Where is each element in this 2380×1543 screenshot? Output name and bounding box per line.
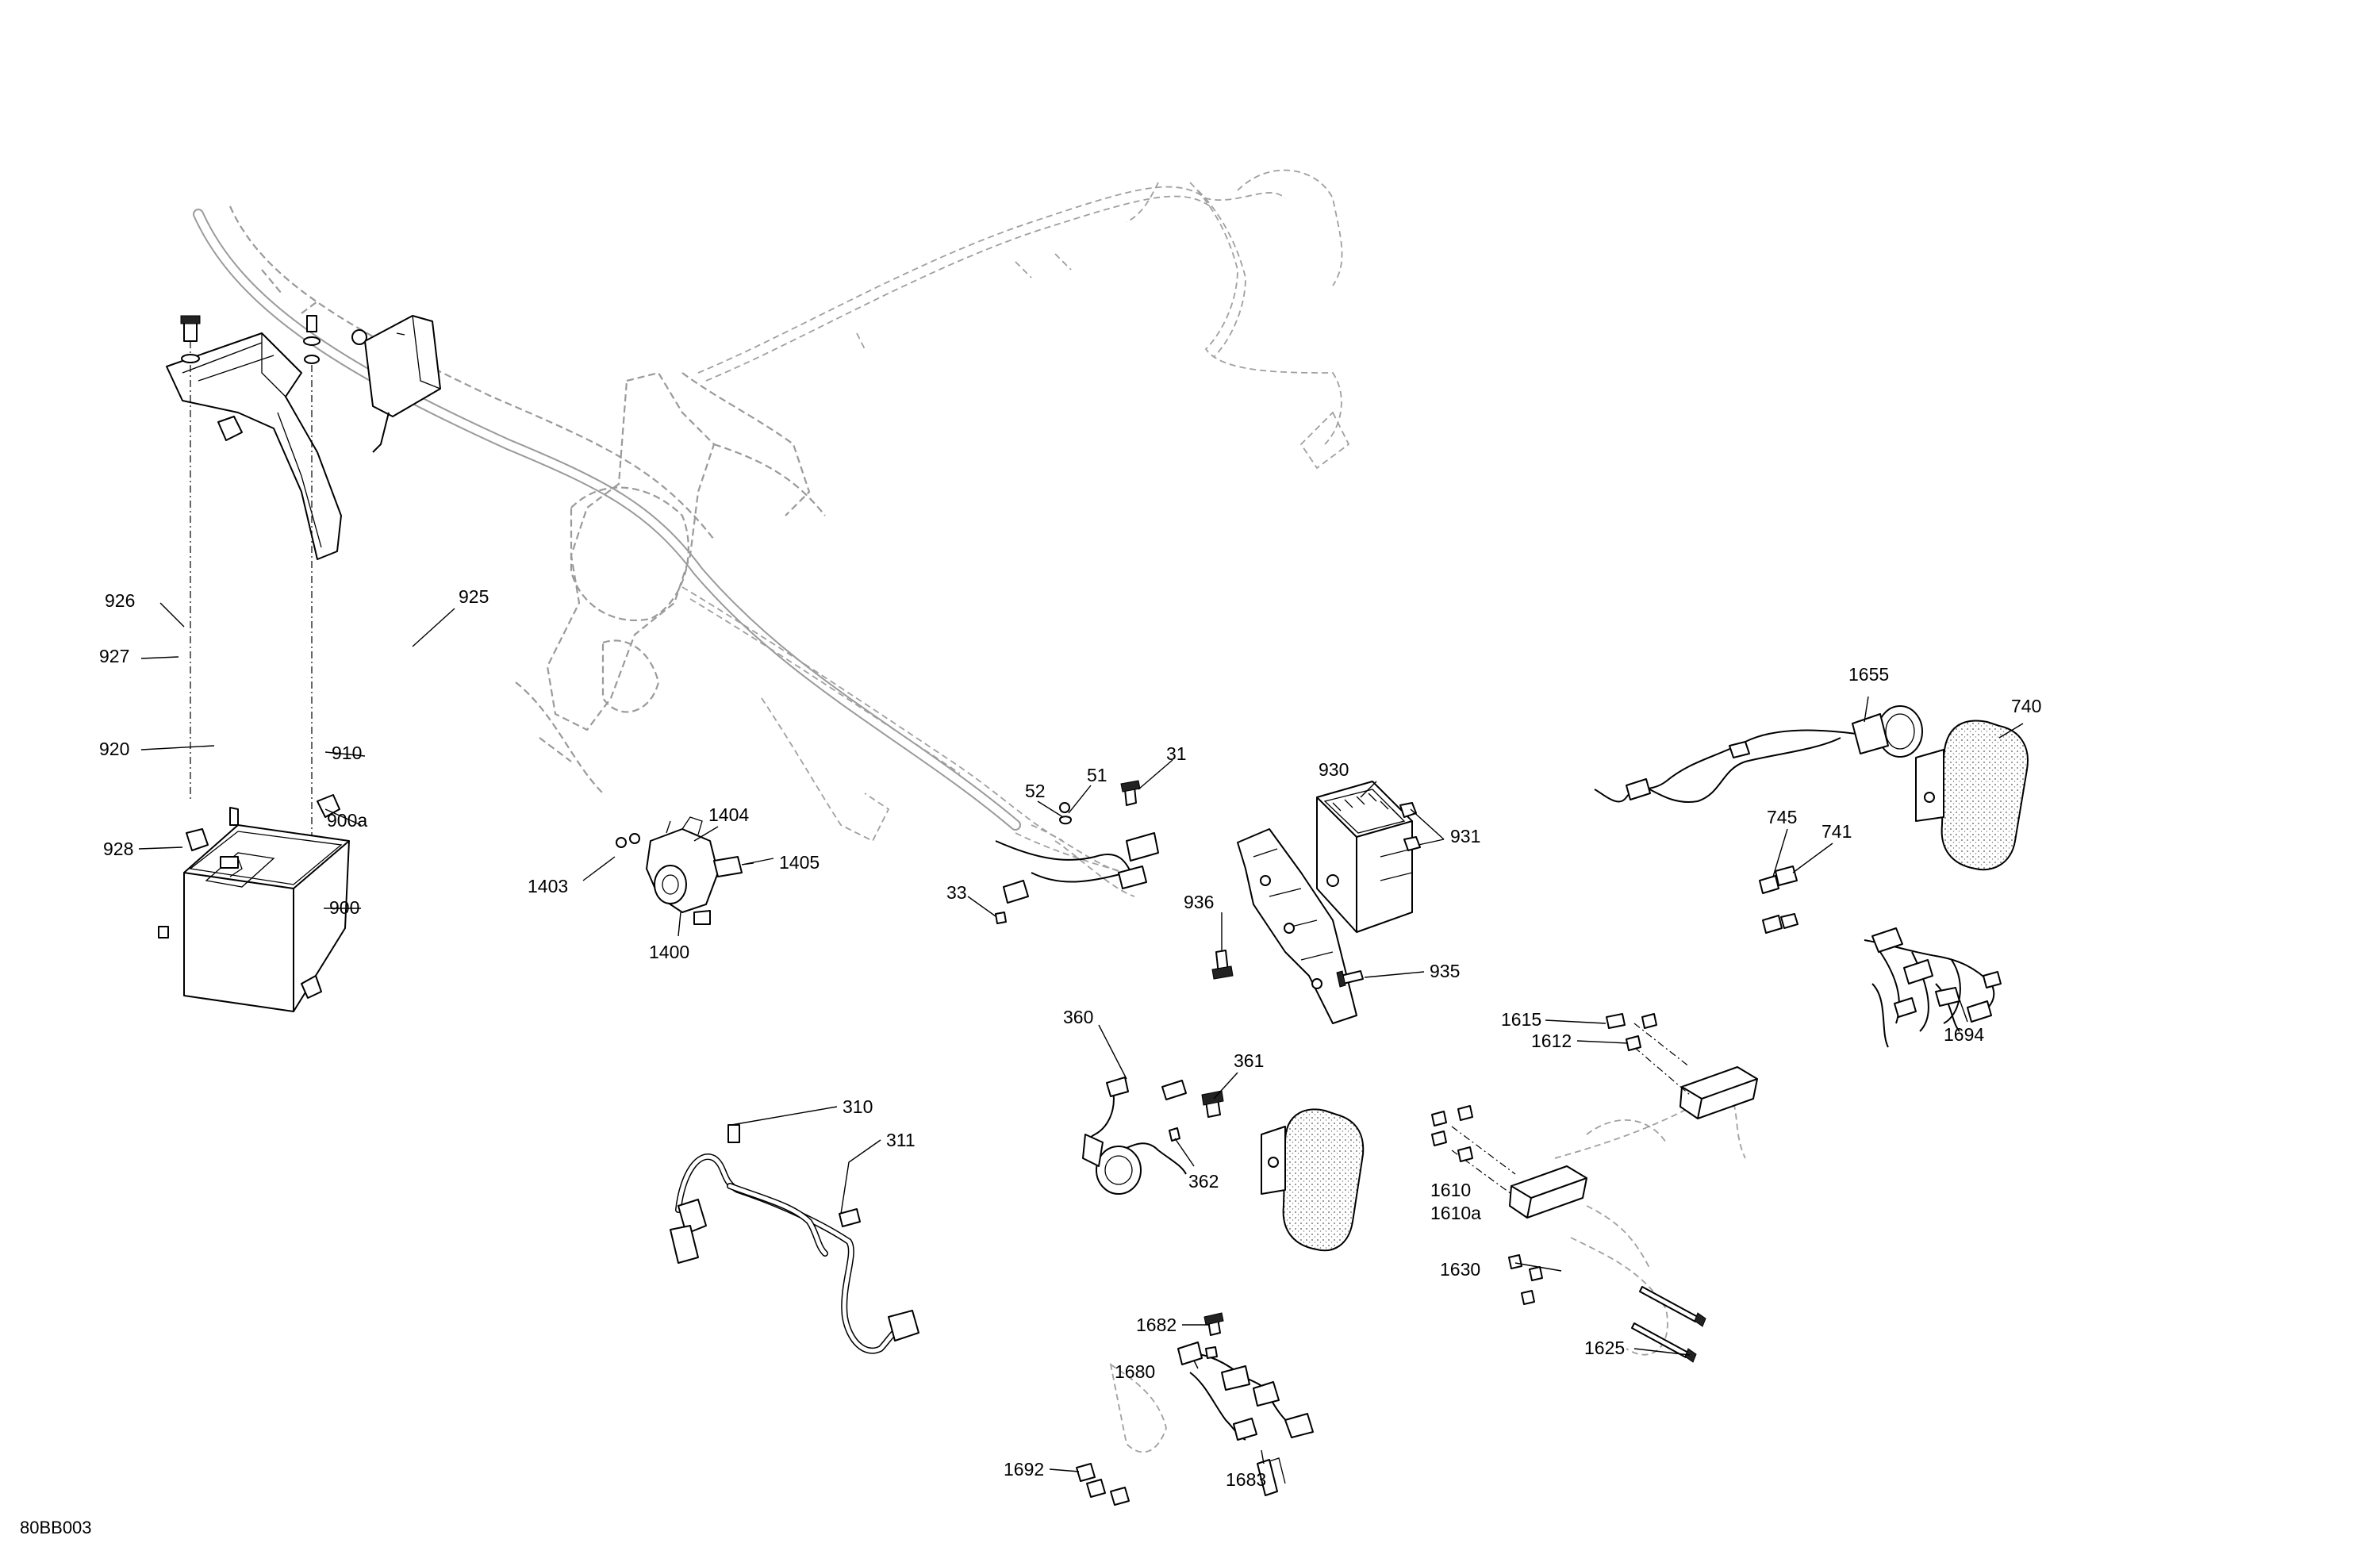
callout-935: 935	[1430, 961, 1460, 981]
callout-33: 33	[946, 882, 967, 903]
callout-1405: 1405	[779, 852, 820, 873]
callout-900: 900	[329, 897, 359, 918]
callout-900a: 900a	[327, 810, 367, 831]
callout-925: 925	[459, 586, 489, 607]
callout-1694: 1694	[1944, 1024, 1984, 1045]
callout-51: 51	[1087, 765, 1107, 785]
ghost-frame-and-harness	[193, 169, 1746, 1453]
battery-group	[158, 315, 441, 1012]
callout-1683: 1683	[1226, 1469, 1266, 1490]
callout-740: 740	[2011, 696, 2041, 716]
lights-1610-group	[1431, 1013, 1758, 1363]
harness-310-group	[670, 1124, 919, 1354]
callout-931: 931	[1450, 826, 1480, 846]
callout-927: 927	[99, 646, 129, 666]
callout-1625: 1625	[1584, 1338, 1625, 1358]
callout-52: 52	[1025, 781, 1046, 801]
callout-1680: 1680	[1115, 1361, 1155, 1382]
callout-1655: 1655	[1848, 664, 1889, 685]
callout-31: 31	[1166, 743, 1187, 764]
callout-1682: 1682	[1136, 1315, 1177, 1335]
callout-926: 926	[105, 590, 135, 611]
wiring-1694-group	[1864, 927, 2002, 1048]
harness-connector-group	[995, 780, 1159, 924]
leader-lines	[138, 602, 2024, 1472]
ecu-group	[1211, 781, 1421, 1024]
callout-1692: 1692	[1004, 1459, 1044, 1480]
front-light-group	[1082, 1077, 1365, 1252]
callout-311: 311	[886, 1130, 916, 1150]
callout-930: 930	[1319, 759, 1349, 780]
callout-360: 360	[1063, 1007, 1093, 1027]
callout-1400: 1400	[649, 942, 689, 962]
callout-928: 928	[103, 839, 133, 859]
callout-1615: 1615	[1501, 1009, 1541, 1030]
callout-361: 361	[1234, 1050, 1264, 1071]
relay-1400-group	[616, 816, 754, 925]
callout-362: 362	[1188, 1171, 1219, 1192]
callout-1404: 1404	[708, 804, 749, 825]
callout-310: 310	[843, 1096, 873, 1117]
rear-light-group	[1594, 705, 2029, 934]
callout-labels: 926 927 920 910 925 900a 928 900 1404 14…	[99, 586, 2041, 1490]
callout-1612: 1612	[1531, 1031, 1572, 1051]
callout-741: 741	[1821, 821, 1852, 842]
callout-936: 936	[1184, 892, 1214, 912]
callout-1403: 1403	[528, 876, 568, 896]
callout-1630: 1630	[1440, 1259, 1480, 1280]
switch-1680-group	[1076, 1312, 1314, 1506]
callout-910: 910	[332, 743, 362, 763]
drawing-reference: 80BB003	[20, 1518, 92, 1537]
callout-920: 920	[99, 739, 129, 759]
callout-1610a: 1610a	[1430, 1203, 1481, 1223]
callout-745: 745	[1767, 807, 1797, 827]
callout-1610: 1610	[1430, 1180, 1471, 1200]
